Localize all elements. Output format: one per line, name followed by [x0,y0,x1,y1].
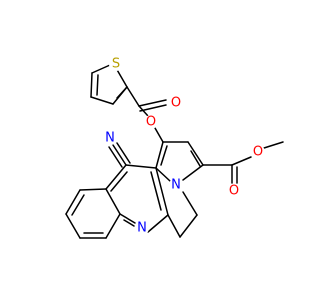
bond [231,156,252,166]
nitrogen-atom: N [169,178,183,193]
bond [139,104,167,112]
bond [115,67,128,88]
bond [182,164,204,181]
bond [190,150,201,167]
nitrogen-atom: N [103,131,117,146]
oxygen-atom: O [227,184,241,199]
chemical-structure: S O O N N O O N [65,57,284,239]
bond [71,194,85,216]
bond [110,171,128,192]
oxygen-label: O [229,184,239,199]
bond [138,105,149,117]
bond [91,64,111,74]
bond [105,164,127,190]
nitrogen-label: N [105,131,115,146]
bond [108,146,123,168]
bond [119,213,136,224]
bond [105,213,121,239]
nitrogen-label: N [137,221,147,236]
bond [105,188,121,215]
bond [90,72,93,98]
bond [126,86,140,107]
bond [116,86,128,99]
bond [182,191,198,216]
oxygen-label: O [146,115,156,130]
bond [96,74,99,96]
oxygen-atom: O [144,115,158,130]
bond [79,188,107,191]
bond [138,99,167,107]
bond [155,167,169,216]
bond [160,145,168,166]
atom-labels: S O O N N O O N [103,57,265,236]
bond [187,141,204,166]
bond [65,213,81,239]
oxygen-label: O [253,145,263,160]
bonds [65,64,284,239]
bond [155,167,171,182]
nitrogen-atom: N [135,221,149,236]
bond [90,96,114,105]
sulfur-label: S [112,57,120,72]
bond [179,214,198,238]
bond [154,127,164,143]
oxygen-atom: O [251,145,265,160]
bond [123,219,135,227]
bond [116,142,131,164]
bond [112,144,127,166]
nitrogen-label: N [171,178,181,193]
sulfur-atom: S [109,57,123,72]
bond [167,214,181,238]
bond [263,141,284,149]
bond [147,214,169,233]
oxygen-atom: O [169,96,183,111]
oxygen-label: O [171,96,181,111]
bond [65,189,81,215]
bond [125,164,157,169]
bond [150,171,162,211]
bond [155,141,164,169]
